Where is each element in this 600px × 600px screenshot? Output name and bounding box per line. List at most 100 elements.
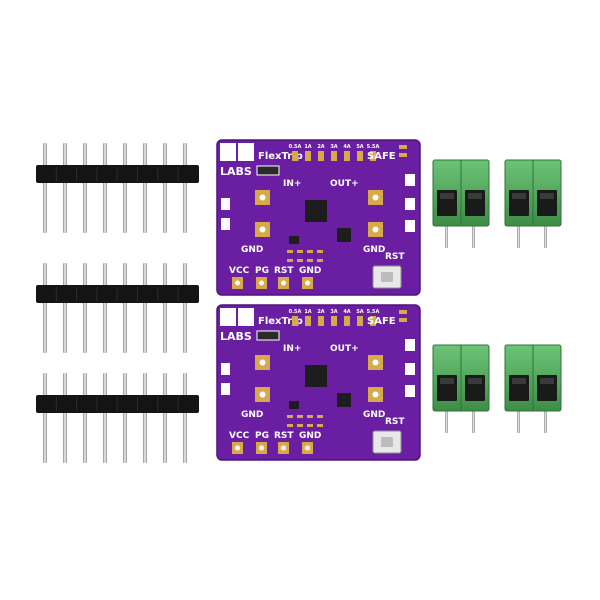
header-pin [103, 143, 107, 233]
smd [399, 310, 407, 314]
rst-button-cap [381, 437, 393, 447]
terminal-pin [445, 403, 448, 433]
edge-pad [405, 363, 415, 375]
smd-passive [297, 259, 303, 262]
current-tick: 4A [343, 144, 350, 150]
bottom-pin-label: PG [255, 266, 269, 276]
wire-clamp [512, 378, 526, 384]
dip-pad [331, 316, 337, 326]
gnd-right-label: GND [363, 410, 385, 420]
logo-n-box [238, 143, 254, 161]
gnd-right-label: GND [363, 245, 385, 255]
smd-chip [289, 401, 299, 409]
logo-labs: LABS [220, 330, 252, 343]
screw-terminal [432, 159, 490, 248]
smd-passive [317, 415, 323, 418]
smd [399, 318, 407, 322]
current-tick: 0.5A [289, 309, 302, 315]
header-pin [43, 373, 47, 463]
smd-passive [287, 250, 293, 253]
ic-chip [337, 393, 351, 407]
header-pin [163, 373, 167, 463]
ic-chip [337, 228, 351, 242]
in-plus-label: IN+ [283, 179, 301, 189]
terminal-hole [259, 226, 266, 233]
wire-clamp [468, 193, 482, 199]
header-pin [83, 263, 87, 353]
smd-passive [297, 250, 303, 253]
smd-passive [307, 424, 313, 427]
terminal-pin [472, 403, 475, 433]
header-pin [143, 373, 147, 463]
dip-pad [305, 316, 311, 326]
smd-resistor [256, 330, 280, 341]
bottom-pin-label: GND [299, 431, 321, 441]
wire-clamp [540, 193, 554, 199]
header-pin [103, 263, 107, 353]
bottom-pin-label: VCC [229, 266, 250, 276]
dip-pad [318, 316, 324, 326]
bottom-pin-label: RST [274, 431, 294, 441]
safe-label: SAFE [367, 151, 396, 162]
current-tick: 3A [330, 309, 337, 315]
header-pin [143, 263, 147, 353]
header-pin [123, 143, 127, 233]
terminal-hole [259, 194, 266, 201]
smd-passive [297, 424, 303, 427]
bottom-hole [281, 445, 286, 451]
smd-passive [287, 259, 293, 262]
wire-clamp [468, 378, 482, 384]
smd-passive [287, 424, 293, 427]
header-pin [63, 263, 67, 353]
terminal-pin [544, 403, 547, 433]
terminal-hole [372, 226, 379, 233]
smd-passive [317, 259, 323, 262]
edge-pad [405, 339, 415, 351]
current-tick: 1A [304, 309, 311, 315]
smd-passive [287, 415, 293, 418]
terminal-blocks [432, 159, 562, 433]
smd-passive [307, 250, 313, 253]
smd-passive [297, 415, 303, 418]
in-plus-label: IN+ [283, 344, 301, 354]
smd-passive [317, 424, 323, 427]
header-pin [123, 373, 127, 463]
current-tick: 5.5A [367, 144, 380, 150]
bottom-hole [305, 445, 310, 451]
terminal-pin [445, 218, 448, 248]
bottom-hole [259, 280, 264, 286]
edge-pad [221, 383, 230, 395]
bottom-hole [235, 445, 240, 451]
wire-clamp [440, 378, 454, 384]
rst-button-label: RST [385, 252, 405, 262]
dip-pad [331, 151, 337, 161]
dip-pad [344, 151, 350, 161]
header-pin [183, 263, 187, 353]
current-tick: 0.5A [289, 144, 302, 150]
terminal-hole [372, 359, 379, 366]
dip-pad [370, 151, 376, 161]
dip-pad [305, 151, 311, 161]
header-pin [63, 373, 67, 463]
bottom-pin-label: GND [299, 266, 321, 276]
header-pin [123, 263, 127, 353]
header-pin [43, 263, 47, 353]
dip-pad [357, 151, 363, 161]
edge-pad [405, 385, 415, 397]
bottom-hole [259, 445, 264, 451]
dip-pad [370, 316, 376, 326]
bottom-pin-label: PG [255, 431, 269, 441]
logo-p-box [220, 308, 236, 326]
header-pin [43, 143, 47, 233]
pin-header [36, 143, 199, 233]
terminal-hole [372, 391, 379, 398]
header-pin [183, 143, 187, 233]
logo-p-letter: P [223, 310, 233, 326]
current-tick: 5A [356, 309, 363, 315]
header-pin [83, 373, 87, 463]
edge-pad [221, 218, 230, 230]
terminal-pin [517, 403, 520, 433]
current-tick: 5A [356, 144, 363, 150]
